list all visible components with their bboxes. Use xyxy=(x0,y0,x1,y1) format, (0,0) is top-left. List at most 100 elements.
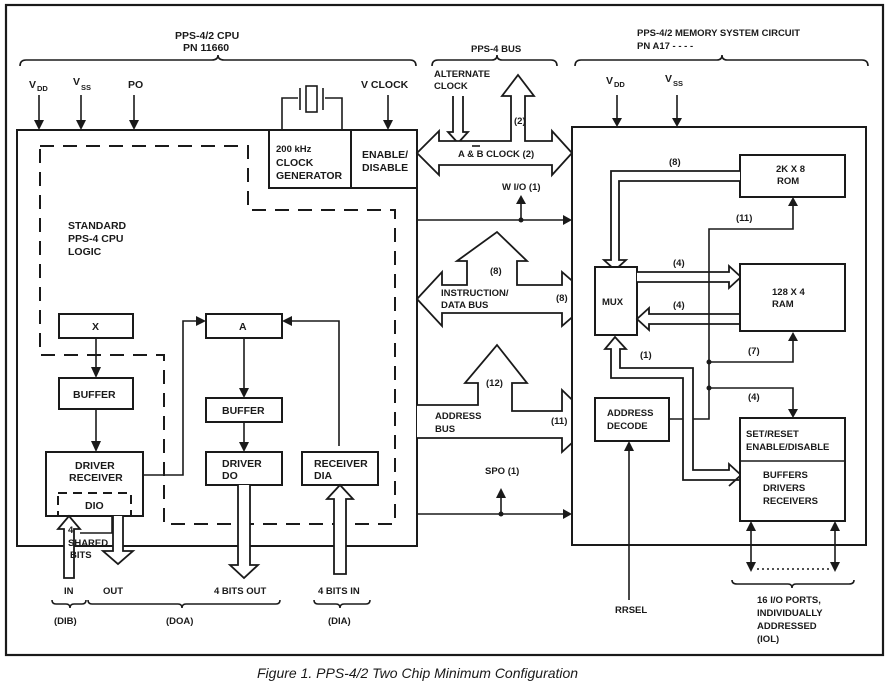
junction-dot xyxy=(518,217,524,223)
arrow-down-icon xyxy=(383,120,393,130)
arrow-up-icon xyxy=(788,332,798,341)
arrow-left-icon xyxy=(282,316,292,326)
enable-disable-box xyxy=(350,129,418,189)
svg-text:DRIVERS: DRIVERS xyxy=(763,483,805,494)
svg-text:BUFFER: BUFFER xyxy=(222,405,265,417)
svg-text:V: V xyxy=(73,76,80,88)
arrow-up-icon xyxy=(746,521,756,531)
memory-vss-pin: V SS xyxy=(665,73,683,127)
arrow-down-icon xyxy=(34,120,44,130)
junction-dot xyxy=(498,511,504,517)
svg-text:INDIVIDUALLY: INDIVIDUALLY xyxy=(757,608,823,619)
wio-label: W I/O (1) xyxy=(502,182,541,193)
rom-addr-count: (11) xyxy=(736,213,752,224)
svg-text:DD: DD xyxy=(614,80,625,89)
svg-text:ADDRESS: ADDRESS xyxy=(607,408,653,419)
svg-text:BUFFER: BUFFER xyxy=(73,389,116,401)
bus-title: PPS-4 BUS xyxy=(471,44,521,55)
clock-up-count: (2) xyxy=(514,116,526,127)
set-reset-block xyxy=(739,417,846,522)
ab-clock-label: A & B CLOCK (2) xyxy=(458,149,534,160)
ram-mux-count: (4) xyxy=(673,300,685,311)
svg-text:V: V xyxy=(665,73,672,85)
accumulator-a-block xyxy=(205,313,283,339)
arrow-up-icon xyxy=(516,195,526,204)
dib-input-bus-arrow xyxy=(56,514,82,579)
svg-text:DATA BUS: DATA BUS xyxy=(441,300,488,311)
instr-data-label: INSTRUCTION/ xyxy=(441,288,509,299)
svg-text:X: X xyxy=(92,321,99,333)
dib-brace xyxy=(51,599,87,609)
svg-text:SS: SS xyxy=(673,79,683,88)
arrow-down-icon xyxy=(612,118,622,127)
arrow-up-icon xyxy=(624,441,634,451)
address-bus xyxy=(417,343,597,455)
enable-disable-label: ENABLE/ xyxy=(362,149,408,161)
arrow-up-icon xyxy=(788,197,798,206)
address-bus-label: ADDRESS xyxy=(435,411,481,422)
alternate-clock-arrow xyxy=(445,96,471,145)
arrow-down-icon xyxy=(830,562,840,572)
svg-text:SET/RESET: SET/RESET xyxy=(746,429,799,440)
svg-text:A: A xyxy=(239,321,247,333)
svg-text:BITS: BITS xyxy=(70,550,92,561)
svg-text:V: V xyxy=(29,79,36,91)
svg-text:CLOCK: CLOCK xyxy=(276,157,314,169)
setreset-count: (4) xyxy=(748,392,760,403)
arrow-down-icon xyxy=(91,367,101,378)
svg-text:ENABLE/DISABLE: ENABLE/DISABLE xyxy=(746,442,829,453)
driver-receiver-block xyxy=(45,451,144,517)
instr-count: (8) xyxy=(556,293,568,304)
arrow-right-icon xyxy=(563,215,572,225)
arrow-down-icon xyxy=(239,442,249,452)
arrow-down-icon xyxy=(76,120,86,130)
rom-block xyxy=(739,154,846,198)
svg-text:V: V xyxy=(606,75,613,87)
ram-to-mux-bus xyxy=(635,305,740,333)
figure-frame xyxy=(4,3,885,657)
ab-clock-bus xyxy=(415,73,574,178)
mux-block xyxy=(594,266,638,336)
arrow-down-icon xyxy=(746,562,756,572)
svg-text:DD: DD xyxy=(37,84,48,93)
buffer-left-block xyxy=(58,377,134,410)
dib-label: (DIB) xyxy=(54,616,77,627)
dia-label: (DIA) xyxy=(328,616,351,627)
svg-text:DRIVER: DRIVER xyxy=(222,458,262,470)
address-count: (11) xyxy=(551,416,567,427)
driver-do-block xyxy=(205,451,283,486)
svg-text:RAM: RAM xyxy=(772,299,794,310)
buffer-mid-block xyxy=(205,397,283,423)
doa-label: (DOA) xyxy=(166,616,193,627)
dio-region xyxy=(57,492,132,517)
clock-gen-label: 200 kHz xyxy=(276,144,312,155)
cpu-po-pin: PO xyxy=(128,79,143,130)
svg-text:SS: SS xyxy=(81,83,91,92)
receiver-to-a-line xyxy=(290,320,340,446)
decode-address-line xyxy=(669,205,794,420)
svg-text:RECEIVERS: RECEIVERS xyxy=(763,496,818,507)
spo-label: SPO (1) xyxy=(485,466,519,477)
arrow-down-icon xyxy=(129,120,139,130)
rrsel-label: RRSEL xyxy=(615,605,647,616)
buffers-to-mux-bus xyxy=(603,335,743,487)
buffers-drivers-receivers-label: BUFFERS xyxy=(763,470,808,481)
shared-bits-label: 4 xyxy=(68,525,74,536)
arrow-down-icon xyxy=(91,441,101,452)
svg-text:128 X 4: 128 X 4 xyxy=(772,287,805,298)
svg-text:MUX: MUX xyxy=(602,297,624,308)
svg-text:DO: DO xyxy=(222,470,238,482)
decode-mux-count: (1) xyxy=(640,350,652,361)
svg-text:PO: PO xyxy=(128,79,143,91)
figure-caption: Figure 1. PPS-4/2 Two Chip Minimum Confi… xyxy=(257,665,578,681)
cpu-vdd-pin: V DD xyxy=(29,79,48,130)
ram-block xyxy=(739,263,846,332)
svg-text:(IOL): (IOL) xyxy=(757,634,779,645)
svg-text:ROM: ROM xyxy=(777,176,799,187)
memory-part-number: PN A17 - - - - xyxy=(637,41,693,52)
doa-brace xyxy=(87,599,281,609)
instr-up-count: (8) xyxy=(490,266,502,277)
cpu-vss-pin: V SS xyxy=(73,76,91,130)
junction-dot xyxy=(706,359,712,365)
